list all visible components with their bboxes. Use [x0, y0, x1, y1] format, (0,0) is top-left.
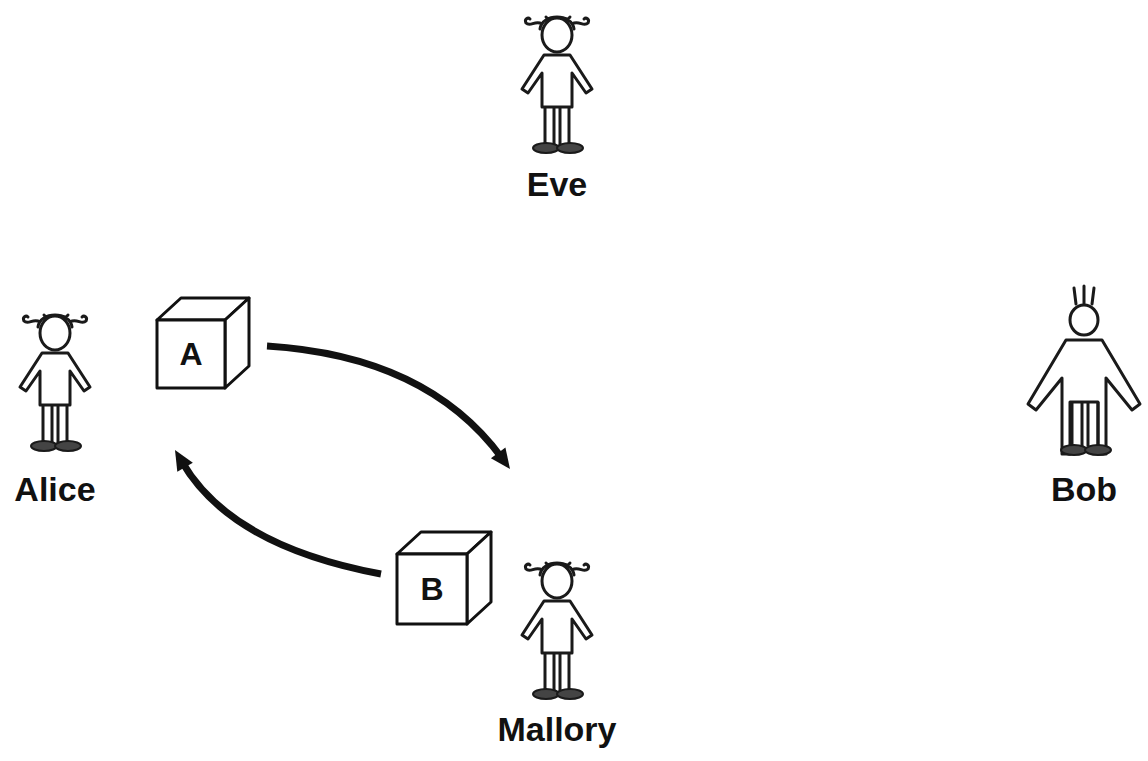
box-cube: B [395, 530, 493, 628]
cube-outline [395, 530, 493, 628]
arrow-head [491, 448, 510, 469]
arrow-line [267, 346, 502, 458]
box-letter: B [420, 571, 443, 608]
person-figure: Mallory [490, 465, 624, 755]
person-figure: Alice [5, 300, 175, 512]
arrow-line [182, 462, 381, 574]
person-figure: Eve [500, 5, 615, 205]
curved-arrow [267, 346, 510, 469]
person-name: Alice [14, 470, 95, 509]
arrow-head [175, 450, 193, 472]
box-cube: A [155, 296, 251, 392]
curved-arrow [175, 450, 381, 574]
person-name: Mallory [497, 710, 616, 749]
box-letter: A [179, 336, 202, 373]
person-figure: Bob [1018, 280, 1146, 512]
person-name: Eve [527, 165, 588, 204]
cube-outline [155, 296, 251, 392]
person-name: Bob [1051, 470, 1117, 509]
